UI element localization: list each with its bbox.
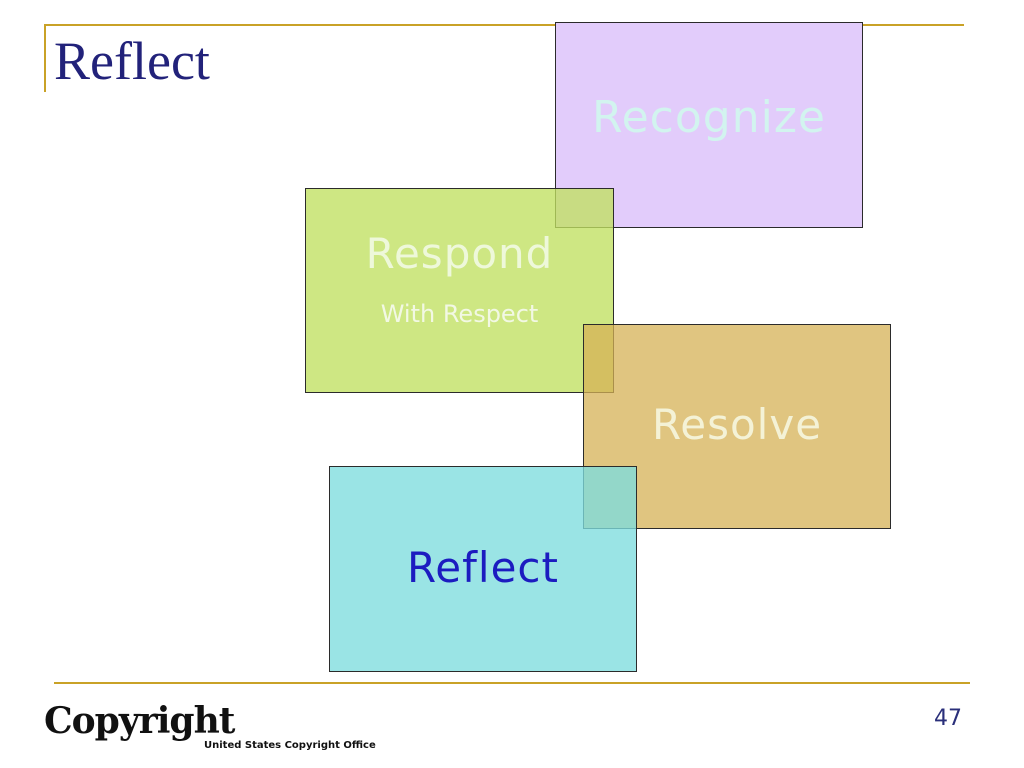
box-respond-label: Respond	[365, 229, 554, 278]
box-resolve-label: Resolve	[651, 400, 823, 449]
bottom-rule	[54, 682, 970, 684]
box-reflect: Reflect	[329, 466, 637, 672]
left-rule	[44, 24, 46, 92]
page-number: 47	[934, 706, 962, 731]
box-recognize-label: Recognize	[592, 91, 826, 143]
logo-wordmark: Copyright	[44, 700, 235, 742]
box-respond: Respond With Respect	[305, 188, 614, 393]
copyright-office-logo: Copyright United States Copyright Office	[44, 700, 376, 759]
top-rule	[44, 24, 964, 26]
slide-title: Reflect	[54, 31, 210, 91]
box-reflect-label: Reflect	[407, 542, 559, 592]
box-respond-sub-label: With Respect	[380, 300, 539, 328]
logo-subtitle: United States Copyright Office	[204, 740, 376, 751]
